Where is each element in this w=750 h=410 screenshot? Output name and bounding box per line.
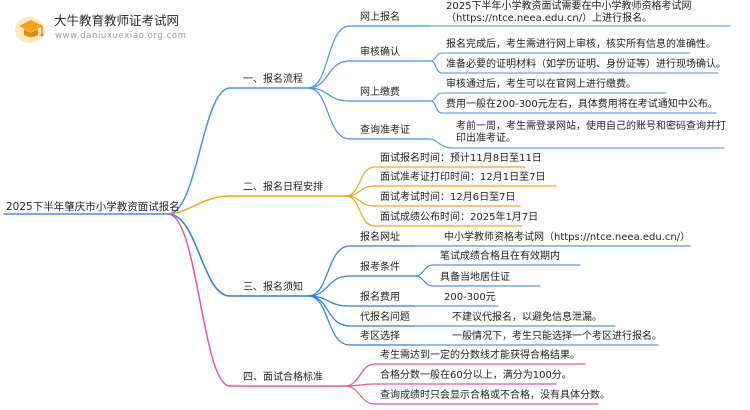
node-pass-score-line: 考生需达到一定的分数线才能获得合格结果。 [380, 350, 580, 361]
connector-root-b4 [167, 213, 231, 387]
leaf-payment-fee: 费用一般在200-300元左右，具体费用将在考试通知中公布。 [446, 99, 718, 110]
node-exam-time: 面试考试时间：12月6日至7日 [380, 192, 516, 203]
node-registration-time: 面试报名时间：预计11月8日至11日 [380, 153, 542, 164]
node-online-payment: 网上缴费 [360, 87, 400, 98]
brand-url: www.daniuxuexiao.org.com [55, 31, 187, 41]
leaf-proxy-registration: 不建议代报名，以避免信息泄漏。 [452, 312, 602, 323]
node-pass-score-value: 合格分数一般在60分以上，满分为100分。 [380, 370, 572, 381]
node-registration-website: 报名网址 [360, 232, 400, 243]
node-result-display: 查询成绩时只会显示合格或不合格，没有具体分数。 [380, 390, 610, 401]
leaf-registration-fee: 200-300元 [444, 292, 496, 303]
connector-root-b3 [167, 213, 231, 297]
node-admission-ticket: 查询准考证 [360, 125, 410, 136]
leaf-payment-after-review: 审核通过后，考生可以在官网上进行缴费。 [446, 79, 636, 90]
brand-name: 大牛教育教师证考试网 [54, 13, 180, 28]
node-result-time: 面试成绩公布时间：2025年1月7日 [380, 212, 539, 223]
leaf-admission-ticket: 考前一周，考生需登录网站，使用自己的账号和密码查询并打印出准考证。 [456, 121, 726, 144]
branch-pass-standard: 四、面试合格标准 [243, 372, 323, 383]
leaf-review-online: 报名完成后，考生需进行网上审核，核实所有信息的准确性。 [446, 39, 716, 50]
node-eligibility: 报考条件 [360, 262, 400, 273]
leaf-online-registration: 2025下半年小学教资面试需要在中小学教师资格考试网（https://ntce.… [446, 1, 692, 24]
leaf-exam-area: 一般情况下，考生只能选择一个考区进行报名。 [452, 331, 662, 342]
branch-schedule: 二、报名日程安排 [243, 182, 323, 193]
leaf-registration-website: 中小学教师资格考试网（https://ntce.neea.edu.cn/） [444, 232, 691, 243]
node-ticket-print-time: 面试准考证打印时间：12月1日至7日 [380, 172, 546, 183]
node-online-registration: 网上报名 [360, 12, 400, 23]
branch-registration-process: 一、报名流程 [243, 74, 303, 85]
leaf-eligibility-written: 笔试成绩合格且在有效期内 [440, 251, 560, 262]
brand-logo [13, 13, 49, 45]
connector-root-b2 [167, 195, 231, 215]
node-registration-fee: 报名费用 [360, 292, 400, 303]
node-review-confirm: 审核确认 [360, 47, 400, 58]
connector-root-b1 [167, 87, 231, 215]
mindmap-root: 2025下半年肇庆市小学教资面试报名 [6, 201, 180, 213]
graduation-cap-icon [15, 17, 45, 43]
node-proxy-registration: 代报名问题 [360, 312, 410, 323]
leaf-eligibility-residence: 具备当地居住证 [440, 272, 510, 283]
branch-notes: 三、报名须知 [243, 282, 303, 293]
node-exam-area: 考区选择 [360, 331, 400, 342]
leaf-review-onsite: 准备必要的证明材料（如学历证明、身份证等）进行现场确认。 [446, 59, 726, 70]
